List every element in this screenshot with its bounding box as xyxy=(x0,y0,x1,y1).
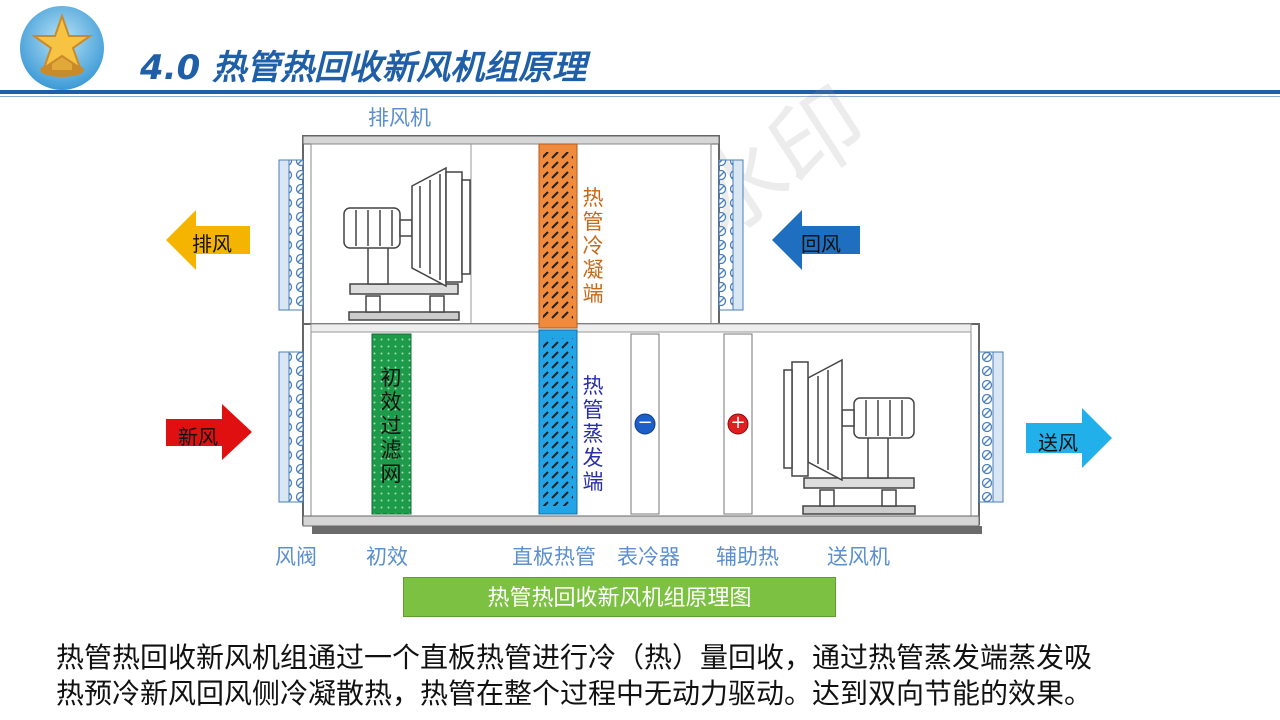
exhaust-fan-label: 排风机 xyxy=(368,106,431,130)
filter-label: 初效过滤网 xyxy=(380,366,402,486)
damper-supply xyxy=(978,351,1004,503)
supply-air-label: 送风 xyxy=(1038,431,1078,455)
damper-label: 风阀 xyxy=(275,545,317,569)
header-divider-thin xyxy=(0,96,1280,97)
surface-cooler xyxy=(630,333,660,515)
return-air-label: 回风 xyxy=(801,232,841,256)
star-trophy-icon xyxy=(20,6,104,90)
damper-fresh xyxy=(278,351,304,503)
description-line-1: 热管热回收新风机组通过一个直板热管进行冷（热）量回收，通过热管蒸发端蒸发吸 xyxy=(56,641,1093,674)
cooler-minus-symbol: − xyxy=(637,412,653,433)
auxiliary-heater xyxy=(723,333,753,515)
diagram-caption: 热管热回收新风机组原理图 xyxy=(487,586,752,611)
cooler-label: 表冷器 xyxy=(617,545,680,569)
supply-air-arrow xyxy=(1026,408,1112,468)
supply-fan xyxy=(783,358,916,515)
header-divider xyxy=(0,90,1280,94)
damper-return xyxy=(718,159,744,311)
aux-heat-label: 辅助热 xyxy=(716,545,779,569)
condenser-label: 热管冷凝端 xyxy=(582,186,604,306)
heat-pipe-label: 直板热管 xyxy=(512,545,596,569)
heat-pipe-condenser xyxy=(538,143,578,329)
exhaust-fan xyxy=(343,166,471,321)
fresh-air-arrow xyxy=(166,404,252,460)
damper-exhaust xyxy=(278,159,304,311)
exhaust-air-label: 排风 xyxy=(192,232,232,256)
exhaust-air-arrow xyxy=(166,210,250,270)
supply-fan-label: 送风机 xyxy=(827,545,890,569)
evaporator-label: 热管蒸发端 xyxy=(582,374,604,494)
fresh-air-label: 新风 xyxy=(178,425,218,449)
heater-plus-symbol: + xyxy=(730,412,746,433)
primary-filter-label: 初效 xyxy=(366,545,408,569)
caption-box xyxy=(403,577,836,617)
description-paragraph: 热管热回收新风机组通过一个直板热管进行冷（热）量回收，通过热管蒸发端蒸发吸 热预… xyxy=(56,640,1256,712)
description-line-2: 热预冷新风回风侧冷凝散热，热管在整个过程中无动力驱动。达到双向节能的效果。 xyxy=(56,677,1093,710)
return-air-arrow xyxy=(772,210,860,270)
primary-filter xyxy=(371,333,412,515)
heat-pipe-evaporator xyxy=(538,329,578,515)
page-title: 4.0 热管热回收新风机组原理 xyxy=(140,48,587,88)
